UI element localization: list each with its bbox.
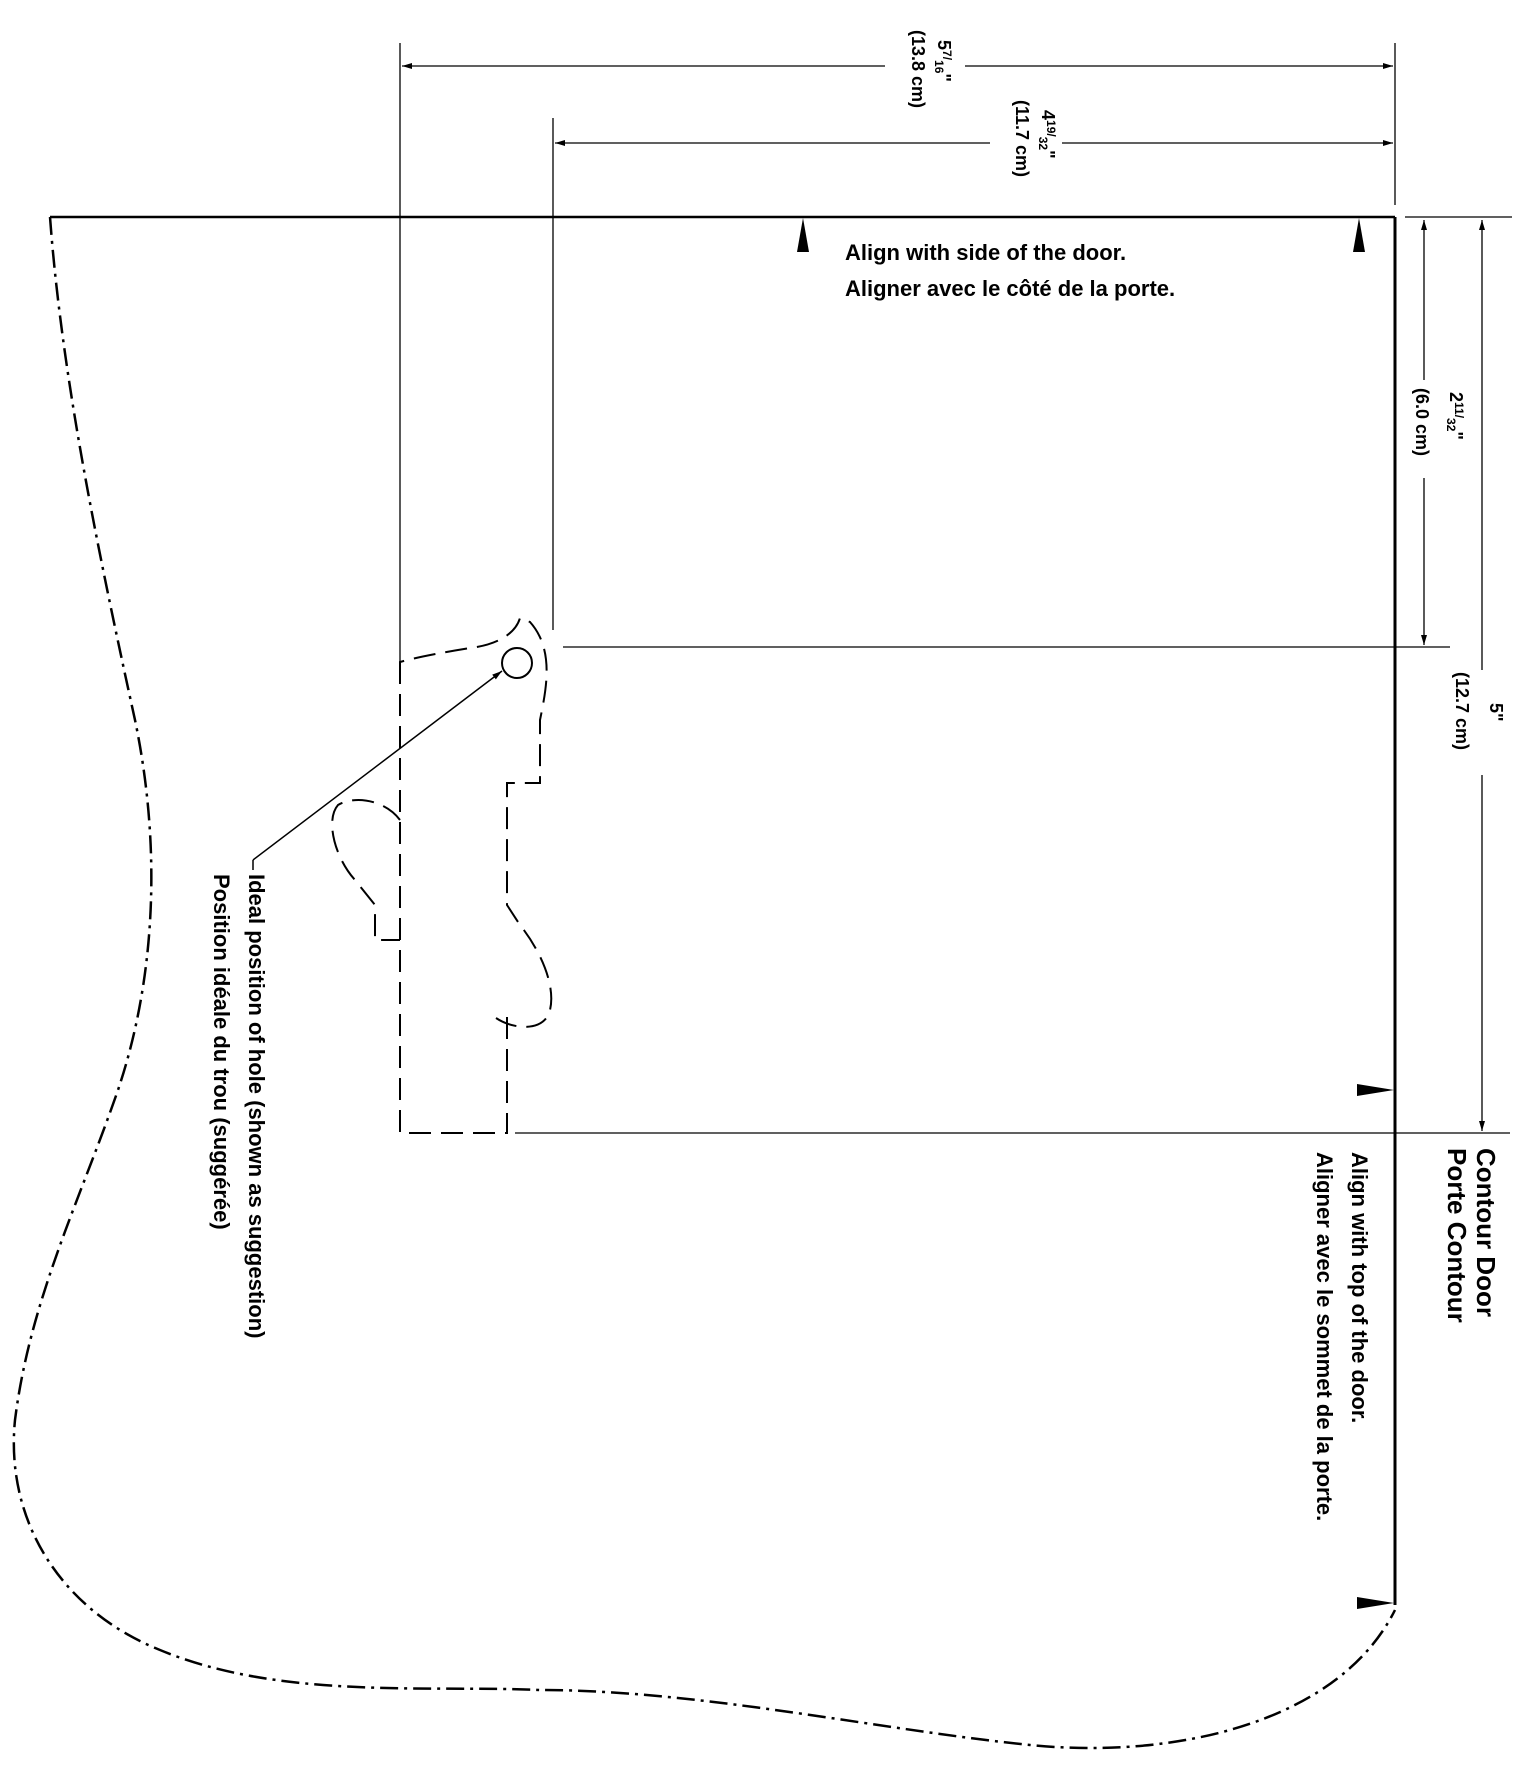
title-contour-door: Contour Door bbox=[1471, 1148, 1501, 1317]
dimension-2-cm: (11.7 cm) bbox=[1012, 100, 1032, 177]
dimension-1-cm: (13.8 cm) bbox=[908, 30, 928, 108]
align-top-marker-lower bbox=[1357, 1597, 1394, 1609]
hole-leader-line bbox=[252, 670, 503, 861]
dimension-3-cm: (6.0 cm) bbox=[1412, 388, 1432, 456]
door-contour-outline bbox=[12, 216, 1397, 1750]
align-top-text-fr: Aligner avec le sommet de la porte. bbox=[1312, 1152, 1337, 1521]
align-side-text-en: Align with side of the door. bbox=[845, 240, 1126, 265]
hole-text-en: Ideal position of hole (shown as suggest… bbox=[244, 874, 269, 1338]
suggested-hole-circle bbox=[501, 647, 533, 679]
dimension-4-cm: (12.7 cm) bbox=[1452, 672, 1472, 750]
dimension-2-inches: 419/32" bbox=[1036, 110, 1058, 159]
title-porte-contour: Porte Contour bbox=[1442, 1148, 1472, 1323]
align-side-text-fr: Aligner avec le côté de la porte. bbox=[845, 276, 1175, 301]
dimension-4-inches: 5" bbox=[1486, 703, 1506, 722]
align-top-text-en: Align with top of the door. bbox=[1347, 1152, 1372, 1423]
lock-cutout-lever bbox=[331, 799, 401, 941]
dimension-1-inches: 57/16" bbox=[932, 40, 954, 82]
align-top-marker-upper bbox=[1357, 1084, 1394, 1096]
align-side-marker-right bbox=[1353, 218, 1365, 252]
align-side-marker-left bbox=[797, 218, 809, 252]
lock-cutout-outline bbox=[399, 616, 553, 1134]
dimension-3-inches: 211/32" bbox=[1444, 392, 1466, 440]
hole-text-fr: Position idéale du trou (suggérée) bbox=[209, 874, 234, 1230]
